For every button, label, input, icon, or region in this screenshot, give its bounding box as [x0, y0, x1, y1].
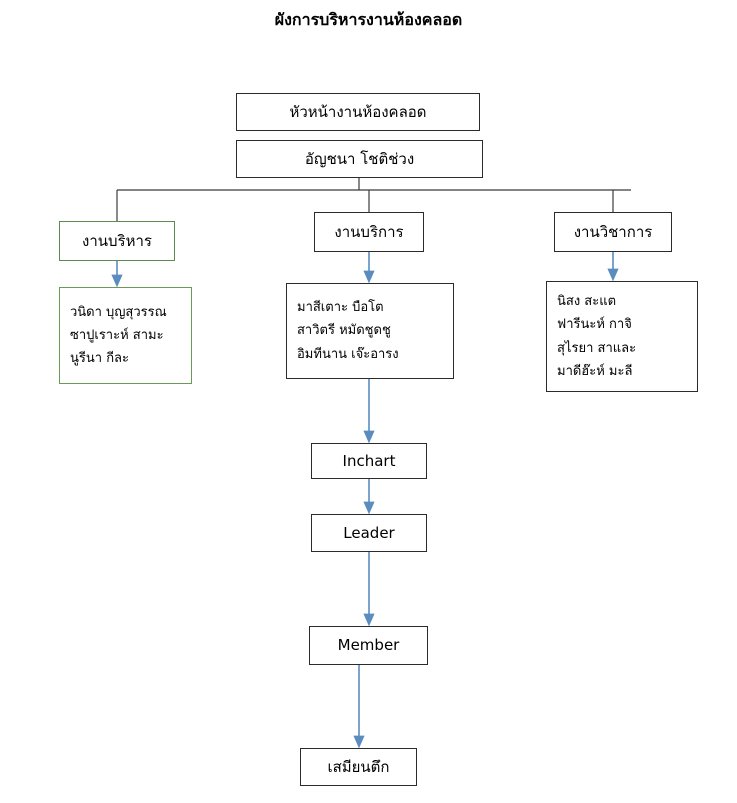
- list-item: นูรีนา กีละ: [70, 351, 130, 367]
- node-branch-service[interactable]: งานบริการ: [314, 212, 424, 252]
- node-clerk[interactable]: เสมียนตึก: [300, 748, 417, 786]
- node-member-label: Member: [337, 636, 400, 655]
- list-item: ซาปูเราะห์ สามะ: [70, 327, 164, 343]
- list-item: วนิดา บุญสุวรรณ: [70, 304, 167, 320]
- node-branch-administration-label: งานบริหาร: [82, 231, 152, 250]
- list-item: อิมทีนาน เจ๊ะอารง: [297, 346, 399, 362]
- page-title: ผังการบริหารงานห้องคลอด: [274, 10, 463, 29]
- node-branch-administration[interactable]: งานบริหาร: [59, 221, 175, 261]
- node-branch-academic[interactable]: งานวิชาการ: [554, 212, 672, 252]
- node-clerk-label: เสมียนตึก: [327, 757, 390, 776]
- list-item: มาดีฮ๊ะห์ มะลี: [557, 363, 633, 379]
- node-branch-academic-label: งานวิชาการ: [573, 222, 653, 241]
- list-item: มาสีเตาะ บือโต: [297, 300, 384, 316]
- list-item: นิสง สะแต: [557, 294, 617, 310]
- node-leader[interactable]: Leader: [311, 514, 427, 552]
- node-leader-label: Leader: [343, 523, 395, 542]
- list-item: สาวิตรี หมัดชูดชู: [297, 323, 391, 339]
- node-head-of-labor-room[interactable]: หัวหน้างานห้องคลอด: [236, 93, 480, 131]
- node-head-label: หัวหน้างานห้องคลอด: [289, 102, 427, 121]
- node-member[interactable]: Member: [309, 626, 428, 665]
- node-head-person[interactable]: อัญชนา โชติช่วง: [236, 140, 483, 178]
- node-inchart-label: Inchart: [342, 451, 396, 470]
- member-list-academic[interactable]: นิสง สะแต ฟารีนะห์ กาจิ สุไรยา สาและ มาด…: [546, 281, 698, 392]
- member-list-administration[interactable]: วนิดา บุญสุวรรณ ซาปูเราะห์ สามะ นูรีนา ก…: [59, 287, 192, 384]
- node-branch-service-label: งานบริการ: [334, 222, 404, 241]
- node-inchart[interactable]: Inchart: [311, 443, 427, 479]
- member-list-service[interactable]: มาสีเตาะ บือโต สาวิตรี หมัดชูดชู อิมทีนา…: [286, 283, 454, 379]
- node-head-person-label: อัญชนา โชติช่วง: [304, 149, 415, 168]
- list-item: ฟารีนะห์ กาจิ: [557, 317, 632, 333]
- list-item: สุไรยา สาและ: [557, 340, 637, 356]
